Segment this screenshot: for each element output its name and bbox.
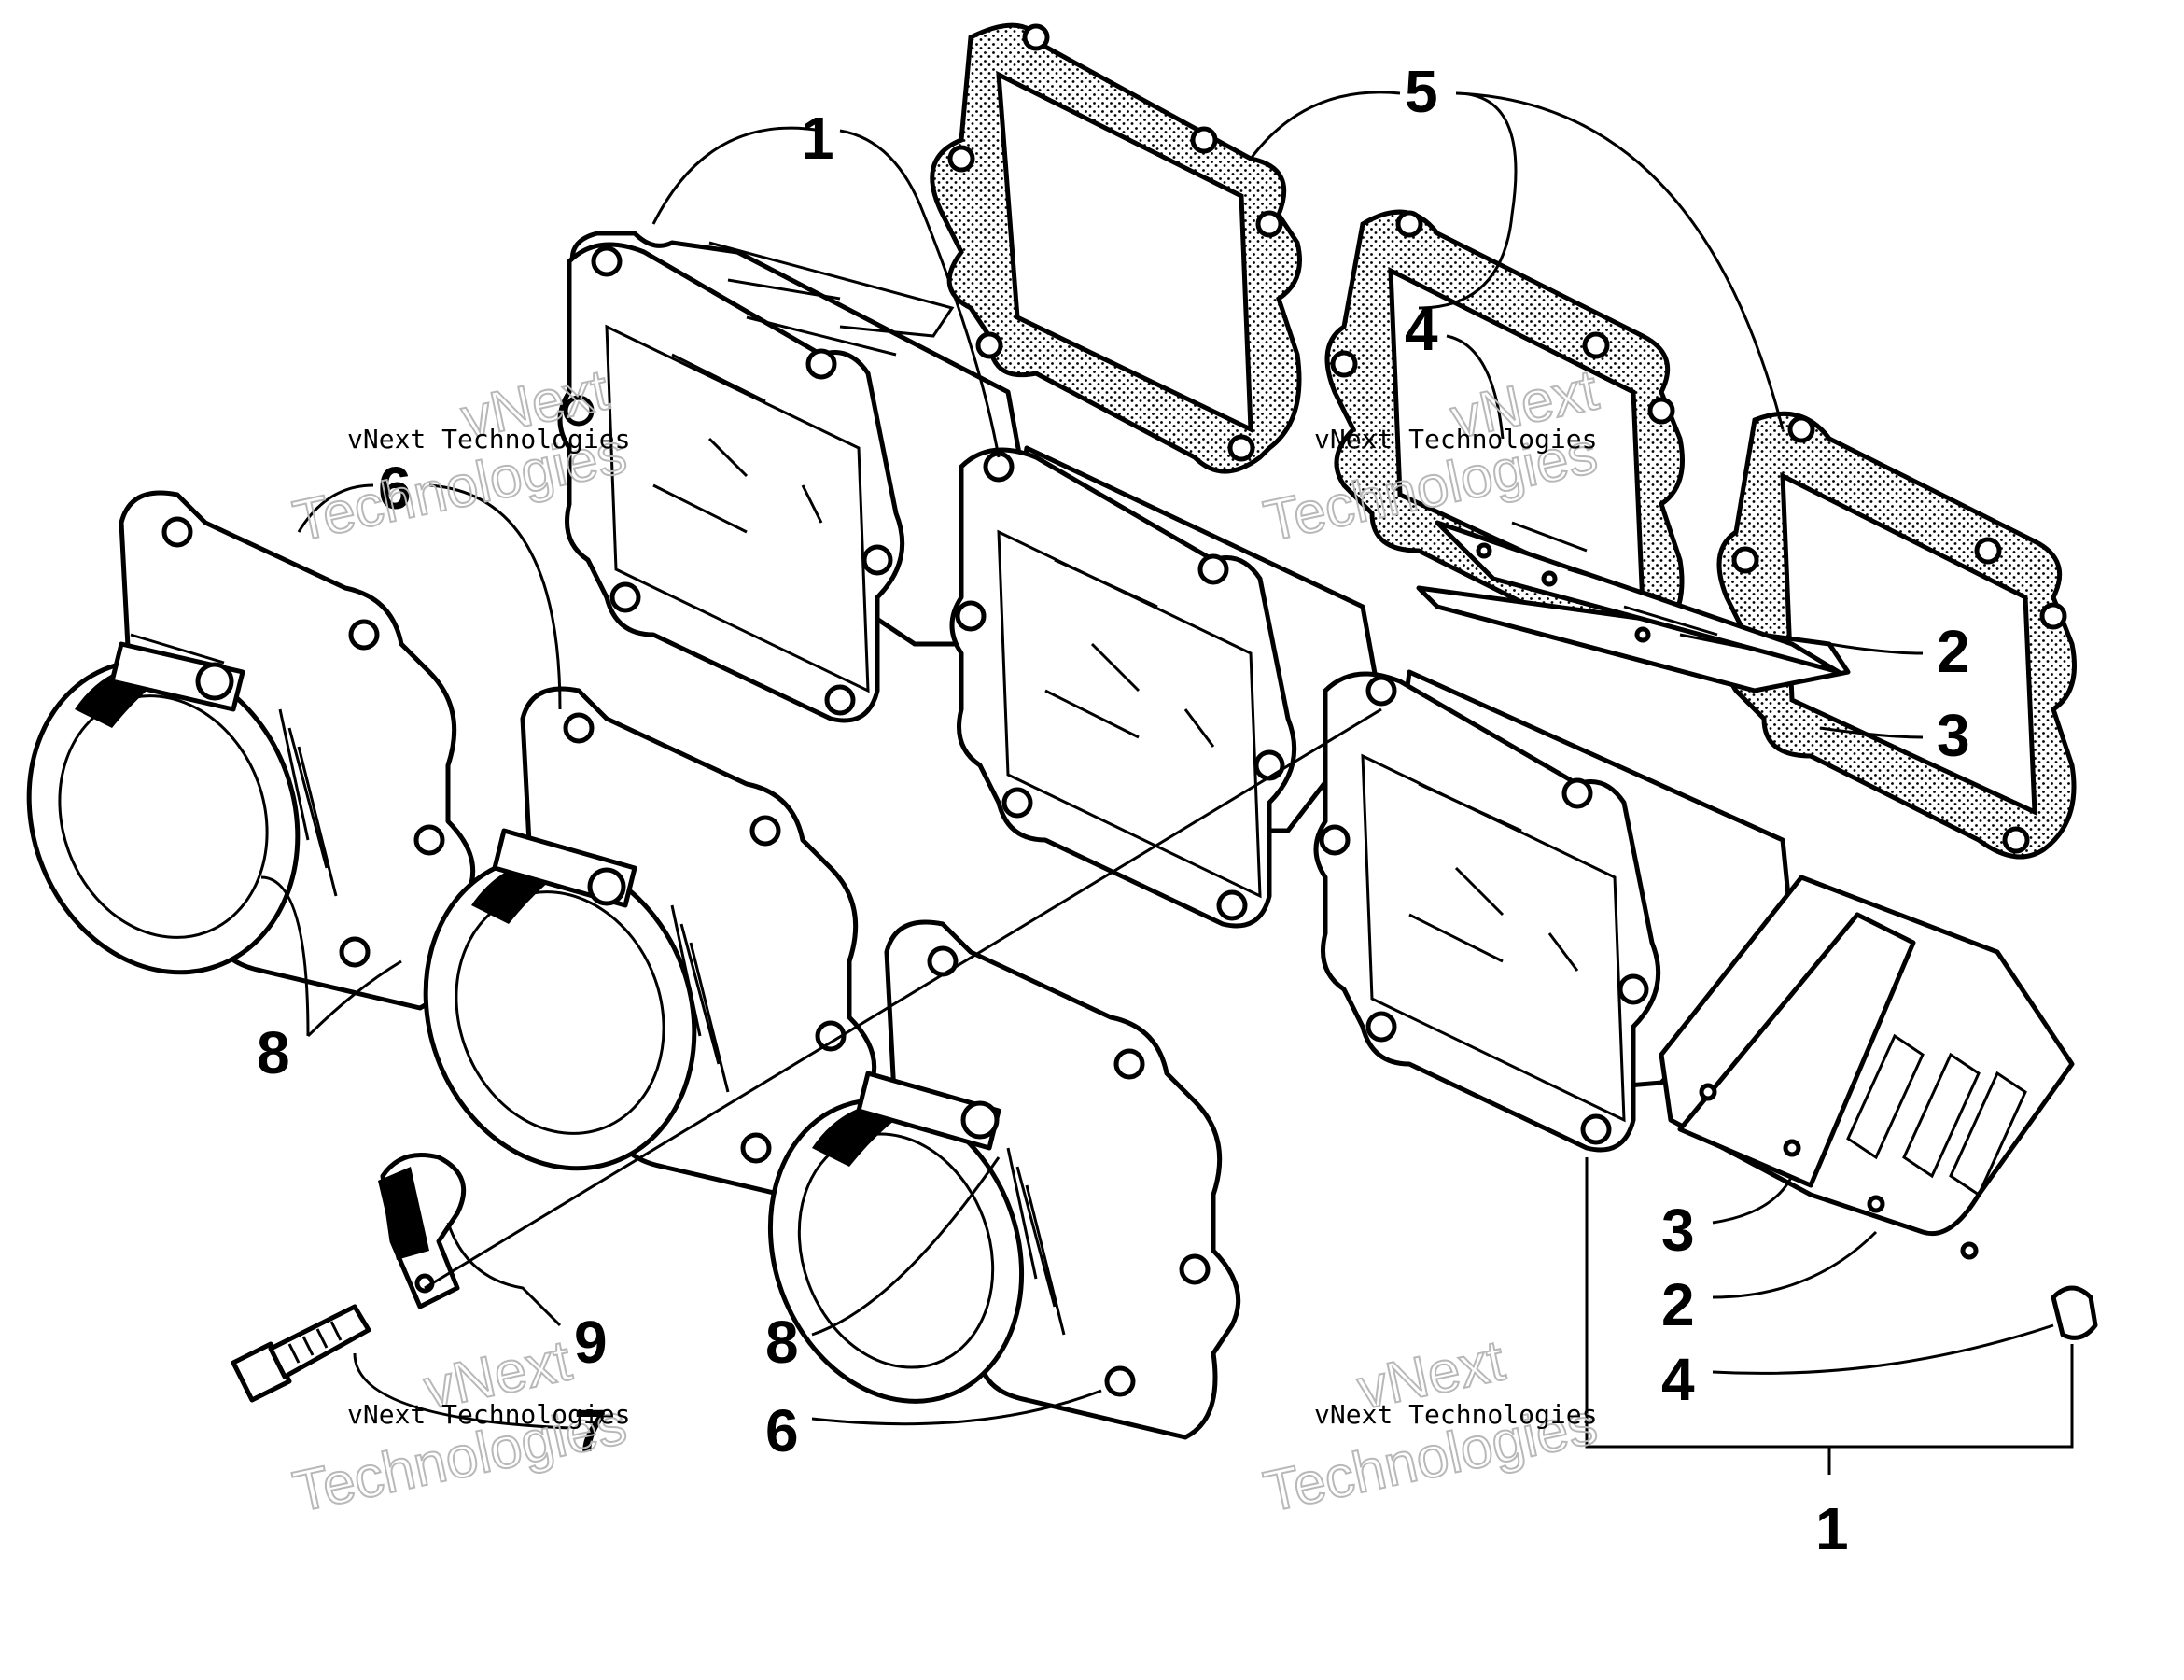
callout-8-left: 8 — [257, 1019, 290, 1086]
watermark-bottom-right: vNext Technologies vNext Technologies — [1258, 1327, 1603, 1525]
callout-6-left: 6 — [378, 455, 412, 522]
intake-flange-left — [26, 490, 476, 1011]
reed-petal-lower — [1659, 875, 2075, 1260]
reed-valve-right — [1313, 669, 1795, 1153]
flange-bolt — [231, 1304, 371, 1403]
svg-text:vNext Technologies: vNext Technologies — [347, 1399, 630, 1430]
callout-2-low: 2 — [1661, 1271, 1695, 1338]
reed-petal-upper — [1416, 520, 1851, 693]
callout-7: 7 — [574, 1397, 608, 1464]
svg-text:vNext Technologies: vNext Technologies — [1314, 1399, 1597, 1430]
leader-lines — [260, 91, 2074, 1475]
gasket-far-right — [1716, 411, 2077, 860]
svg-text:vNext Technologies: vNext Technologies — [1314, 424, 1597, 455]
callout-1-top: 1 — [801, 105, 834, 172]
reed-valve-left — [557, 231, 1039, 723]
callout-labels: 1 5 6 4 2 3 8 9 7 8 6 3 2 4 1 — [257, 58, 1970, 1562]
callout-3-low: 3 — [1661, 1197, 1695, 1264]
callout-6-mid: 6 — [765, 1397, 799, 1464]
callout-9: 9 — [574, 1309, 608, 1376]
callout-2-right: 2 — [1937, 618, 1970, 685]
callout-4-low: 4 — [1661, 1346, 1695, 1413]
callout-1-bottom: 1 — [1815, 1495, 1849, 1562]
callout-5: 5 — [1405, 58, 1438, 125]
gasket-middle-right — [1324, 209, 1685, 654]
callout-8-mid: 8 — [765, 1309, 799, 1376]
callout-4-top: 4 — [1405, 296, 1438, 363]
callout-3-right: 3 — [1937, 702, 1970, 769]
reed-valve-center — [949, 445, 1384, 929]
gasket-top-center — [930, 22, 1302, 474]
reed-screw — [2051, 1285, 2098, 1340]
intake-flange-middle — [423, 686, 877, 1207]
svg-text:vNext Technologies: vNext Technologies — [347, 424, 630, 455]
